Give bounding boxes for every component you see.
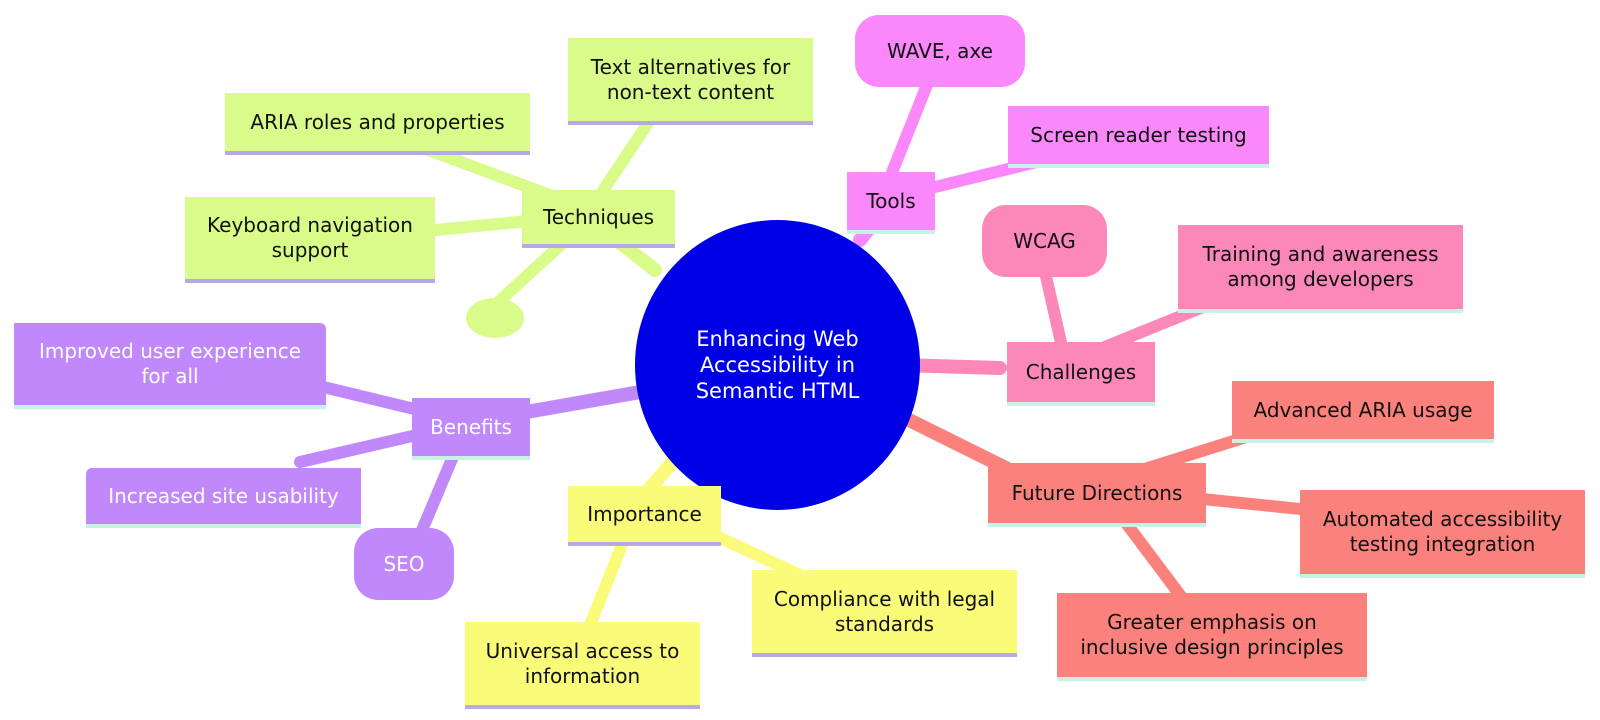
universal-access-node: Universal access to information	[465, 622, 700, 709]
tools-label: Tools	[866, 188, 916, 213]
wcag-label: WCAG	[1013, 228, 1076, 253]
benefits-node: Benefits	[412, 398, 530, 460]
challenges-node: Challenges	[1007, 342, 1155, 406]
training-label: Training and awareness among developers	[1202, 242, 1439, 291]
improved-ux-node: Improved user experience for all	[14, 323, 326, 409]
benefits-label: Benefits	[430, 414, 512, 439]
wave-axe-label: WAVE, axe	[887, 38, 993, 63]
center-node-label: Enhancing Web Accessibility in Semantic …	[695, 327, 860, 403]
techniques-label: Techniques	[542, 204, 655, 229]
inclusive-design-node: Greater emphasis on inclusive design pri…	[1057, 593, 1367, 681]
advanced-aria-node: Advanced ARIA usage	[1232, 381, 1494, 443]
techniques-node: Techniques	[522, 190, 675, 248]
automated-testing-node: Automated accessibility testing integrat…	[1300, 490, 1585, 578]
site-usability-node: Increased site usability	[86, 468, 361, 528]
keyboard-navigation-node: Keyboard navigation support	[185, 197, 435, 283]
advanced-aria-label: Advanced ARIA usage	[1253, 397, 1473, 422]
text-alternatives-node: Text alternatives for non-text content	[568, 38, 813, 125]
universal-access-label: Universal access to information	[485, 638, 680, 688]
future-directions-node: Future Directions	[988, 463, 1206, 527]
aria-roles-node: ARIA roles and properties	[225, 93, 530, 155]
improved-ux-label: Improved user experience for all	[38, 339, 302, 388]
tools-node: Tools	[847, 172, 935, 234]
empty-node-dot	[466, 298, 524, 338]
importance-label: Importance	[587, 501, 702, 526]
training-node: Training and awareness among developers	[1178, 225, 1463, 313]
importance-node: Importance	[568, 486, 721, 546]
inclusive-design-label: Greater emphasis on inclusive design pri…	[1080, 610, 1344, 659]
screen-reader-node: Screen reader testing	[1008, 106, 1269, 168]
center-node: Enhancing Web Accessibility in Semantic …	[635, 220, 920, 510]
keyboard-navigation-label: Keyboard navigation support	[207, 213, 413, 262]
seo-node: SEO	[354, 528, 454, 600]
compliance-node: Compliance with legal standards	[752, 570, 1017, 657]
site-usability-label: Increased site usability	[108, 483, 339, 508]
wave-axe-node: WAVE, axe	[855, 15, 1025, 87]
compliance-label: Compliance with legal standards	[773, 586, 996, 636]
automated-testing-label: Automated accessibility testing integrat…	[1322, 507, 1563, 556]
text-alternatives-label: Text alternatives for non-text content	[590, 54, 791, 104]
wcag-node: WCAG	[982, 205, 1107, 277]
seo-label: SEO	[383, 551, 425, 576]
aria-roles-label: ARIA roles and properties	[250, 109, 505, 134]
challenges-label: Challenges	[1025, 359, 1137, 384]
screen-reader-label: Screen reader testing	[1030, 122, 1247, 147]
future-directions-label: Future Directions	[1011, 480, 1183, 505]
